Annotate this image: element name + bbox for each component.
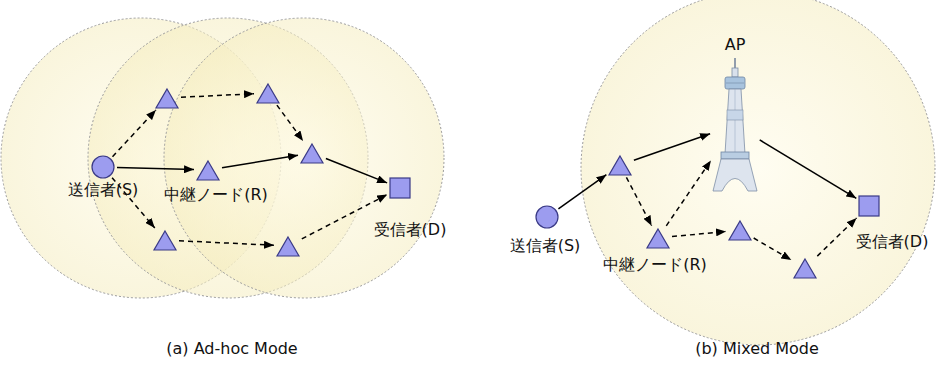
relay-node: 中継ノード(R)	[196, 160, 220, 181]
sender-node: 送信者(S)	[535, 205, 559, 229]
solid-route-arrow	[222, 155, 298, 167]
node-shape	[91, 155, 115, 179]
radio-range	[164, 18, 444, 298]
node-triangle	[156, 89, 178, 108]
node-shape	[300, 143, 324, 164]
node-shape	[256, 83, 280, 104]
node-shape	[155, 88, 179, 109]
node-label: 送信者(S)	[510, 236, 581, 256]
node-triangle	[647, 229, 669, 248]
node-shape	[793, 258, 817, 279]
tower-legs	[713, 159, 757, 191]
dashed-route-arrow	[754, 238, 792, 260]
relay-node	[276, 236, 300, 257]
dashed-route-arrow	[626, 177, 651, 225]
relay-node	[153, 230, 177, 251]
solid-route-arrow	[634, 134, 710, 161]
receiver-node: 受信者(D)	[389, 177, 411, 199]
access-point: AP	[712, 58, 758, 192]
node-label: 受信者(D)	[374, 220, 447, 240]
node-shape	[728, 220, 752, 241]
node-triangle	[277, 237, 299, 256]
sender-node: 送信者(S)	[91, 155, 115, 179]
node-shape	[646, 228, 670, 249]
tower-window	[726, 83, 744, 84]
node-square	[859, 196, 879, 216]
node-shape	[858, 195, 880, 217]
node-shape	[535, 205, 559, 229]
dashed-route-arrow	[817, 218, 856, 256]
panel-caption: (b) Mixed Mode	[695, 339, 819, 359]
ap-range	[581, 0, 935, 345]
node-square	[390, 178, 410, 198]
node-triangle	[301, 144, 323, 163]
solid-route-arrow	[117, 167, 194, 169]
dashed-route-arrow	[672, 231, 726, 236]
node-circle	[536, 206, 558, 228]
node-triangle	[794, 259, 816, 278]
tower-body	[725, 89, 745, 154]
dashed-route-arrow	[113, 110, 156, 157]
solid-route-arrow	[326, 159, 387, 183]
panel-caption: (a) Ad-hoc Mode	[166, 339, 297, 359]
solid-route-arrow	[760, 140, 857, 198]
relay-node	[300, 143, 324, 164]
node-label: 送信者(S)	[68, 180, 139, 200]
tower-spire	[732, 68, 738, 77]
node-label: 中継ノード(R)	[603, 255, 707, 275]
node-circle	[92, 156, 114, 178]
dashed-route-arrow	[181, 94, 254, 98]
node-label: AP	[725, 35, 746, 55]
relay-node	[608, 155, 632, 176]
solid-route-arrow	[558, 175, 606, 209]
relay-node	[155, 88, 179, 109]
node-shape	[712, 58, 758, 192]
node-shape	[196, 160, 220, 181]
node-label: 受信者(D)	[856, 232, 929, 252]
relay-node	[728, 220, 752, 241]
receiver-node: 受信者(D)	[858, 195, 880, 217]
tower-sign	[727, 110, 743, 120]
node-triangle	[257, 84, 279, 103]
tower-lower-deck	[721, 152, 749, 159]
dashed-route-arrow	[179, 241, 274, 246]
node-triangle	[154, 231, 176, 250]
node-triangle	[729, 221, 751, 240]
node-shape	[608, 155, 632, 176]
tower-rib	[735, 89, 736, 154]
node-shape	[153, 230, 177, 251]
node-triangle	[197, 161, 219, 180]
dashed-route-arrow	[666, 160, 711, 225]
node-shape	[276, 236, 300, 257]
relay-node: 中継ノード(R)	[646, 228, 670, 249]
node-shape	[389, 177, 411, 199]
relay-node	[256, 83, 280, 104]
node-triangle	[609, 156, 631, 175]
node-label: 中継ノード(R)	[164, 185, 268, 205]
relay-node	[793, 258, 817, 279]
dashed-route-arrow	[277, 105, 303, 141]
tower-deck	[725, 77, 745, 89]
